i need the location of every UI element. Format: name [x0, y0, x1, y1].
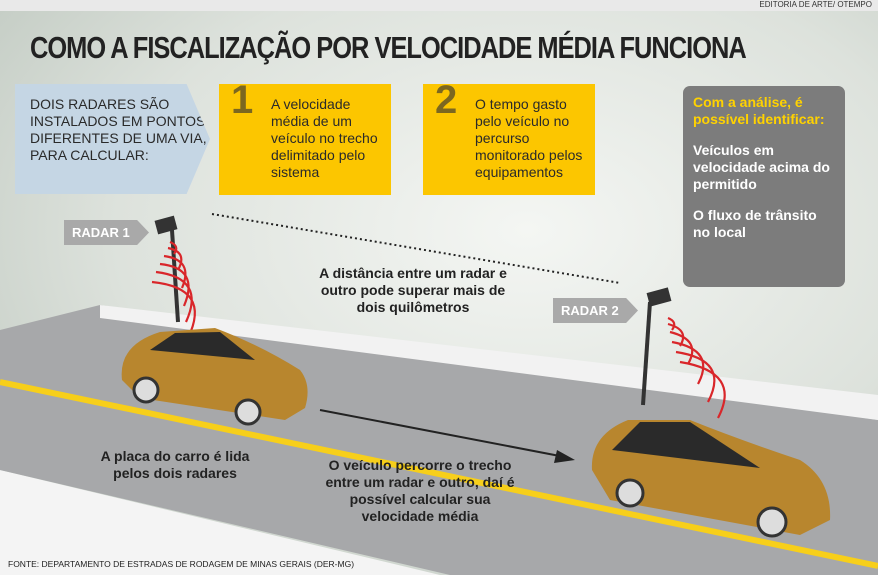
source-note: FONTE: DEPARTAMENTO DE ESTRADAS DE RODAG… — [8, 559, 355, 569]
distance-annotation: A distância entre um radar e outro pode … — [319, 265, 507, 315]
item-number: 1 — [231, 78, 254, 122]
radar-2 — [641, 287, 726, 419]
car-2 — [591, 420, 831, 538]
credit: EDITORIA DE ARTE/ OTEMPO — [759, 0, 872, 9]
page-title: COMO A FISCALIZAÇÃO POR VELOCIDADE MÉDIA… — [30, 30, 747, 65]
analysis-point: Veículos em velocidade acima do permitid… — [693, 142, 830, 192]
plate-annotation: A placa do carro é lida pelos dois radar… — [100, 448, 250, 481]
radar-2-label: RADAR 2 — [553, 298, 638, 323]
curb — [100, 305, 878, 420]
car-1 — [121, 328, 308, 426]
travel-arrow — [319, 409, 575, 463]
top-bar: EDITORIA DE ARTE/ OTEMPO — [0, 0, 878, 11]
analysis-box: Com a análise, é possível identificar: V… — [683, 86, 845, 287]
yellow-lane-line — [0, 379, 878, 569]
travel-annotation: O veículo percorre o trecho entre um rad… — [325, 457, 515, 524]
radar-1-label: RADAR 1 — [64, 220, 149, 245]
distance-dotted-line — [211, 213, 621, 284]
item-2-box: 2 O tempo gasto pelo veículo no percurso… — [423, 78, 595, 195]
analysis-heading: Com a análise, é possível identificar: — [693, 94, 825, 127]
sidewalk — [0, 470, 440, 575]
radar-1 — [151, 215, 196, 339]
item-1-box: 1 A velocidade média de um veículo no tr… — [219, 78, 391, 195]
item-number: 2 — [435, 78, 458, 122]
intro-box: DOIS RADARES SÃO INSTALADOS EM PONTOS DI… — [15, 84, 210, 194]
item-text: O tempo gasto pelo veículo no percurso m… — [475, 96, 583, 180]
analysis-point: O fluxo de trânsito no local — [693, 207, 817, 240]
item-text: A velocidade média de um veículo no trec… — [271, 96, 378, 180]
